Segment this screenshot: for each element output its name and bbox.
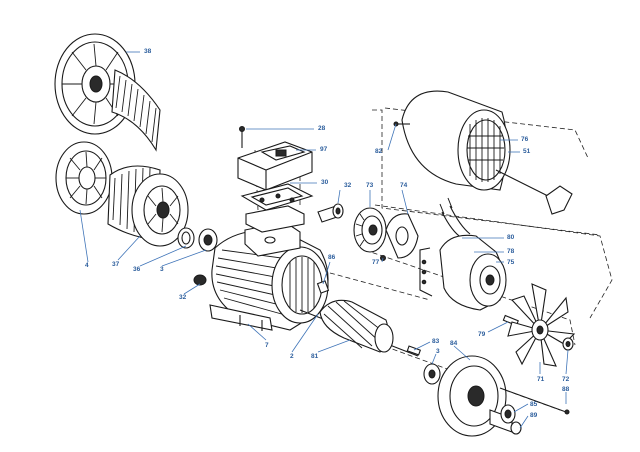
callout-71: 71 — [537, 376, 545, 383]
callout-80: 80 — [507, 234, 515, 241]
bearing-3-right — [423, 363, 441, 385]
callout-74: 74 — [400, 182, 408, 189]
brake-unit-75 — [419, 234, 507, 311]
callout-30: 30 — [321, 179, 329, 186]
cooling-fan — [55, 141, 113, 215]
cap-32-left — [193, 274, 207, 286]
callout-97: 97 — [320, 146, 328, 153]
callout-73: 73 — [366, 182, 374, 189]
callout-84: 84 — [450, 340, 458, 347]
callout-82: 82 — [375, 148, 383, 155]
callout-81: 81 — [311, 353, 319, 360]
callout-51: 51 — [523, 148, 531, 155]
callout-7: 7 — [265, 342, 269, 349]
callout-79: 79 — [478, 331, 486, 338]
seal-85 — [500, 404, 516, 424]
seal-ring-36 — [177, 227, 195, 249]
callout-75: 75 — [507, 259, 515, 266]
callout-2: 2 — [290, 353, 294, 360]
callout-37: 37 — [112, 261, 120, 268]
callout-28: 28 — [318, 125, 326, 132]
terminal-gasket-30 — [240, 183, 314, 211]
key-83 — [406, 345, 422, 356]
key-86 — [316, 280, 330, 294]
release-lever-51 — [495, 169, 573, 215]
terminal-box-cover-97 — [237, 141, 313, 191]
callout-77: 77 — [372, 259, 380, 266]
nut-72 — [562, 337, 574, 351]
callout-85: 85 — [530, 401, 538, 408]
callout-3-left: 3 — [160, 266, 164, 273]
brake-plate-74 — [385, 213, 419, 259]
callout-32-gland: 32 — [344, 182, 352, 189]
end-shield-84 — [437, 355, 513, 437]
callout-3-right: 3 — [436, 348, 440, 355]
callout-36: 36 — [133, 266, 141, 273]
tie-rod-88 — [499, 387, 570, 415]
brake-cover-76 — [401, 90, 511, 191]
brake-fan-71 — [507, 283, 576, 367]
callout-78: 78 — [507, 248, 515, 255]
bearing-3-left — [198, 228, 218, 252]
callout-88: 88 — [562, 386, 570, 393]
fan-cowl-37 — [107, 165, 189, 247]
callout-4: 4 — [85, 262, 89, 269]
terminal-screw-28 — [239, 126, 245, 148]
brake-disc-73 — [353, 207, 387, 253]
callout-38: 38 — [144, 48, 152, 55]
callout-83: 83 — [432, 338, 440, 345]
ring-89 — [510, 421, 522, 435]
callout-89: 89 — [530, 412, 538, 419]
leader-lines — [79, 51, 569, 429]
callout-76: 76 — [521, 136, 529, 143]
terminal-block — [245, 205, 305, 233]
cable-gland-32 — [317, 203, 344, 223]
fan-shroud-slotted — [111, 69, 161, 152]
screw-82 — [393, 121, 410, 127]
rotor-81 — [299, 299, 419, 357]
callout-32-left: 32 — [179, 294, 187, 301]
motor-housing — [209, 221, 329, 331]
callout-86: 86 — [328, 254, 336, 261]
callout-72: 72 — [562, 376, 570, 383]
